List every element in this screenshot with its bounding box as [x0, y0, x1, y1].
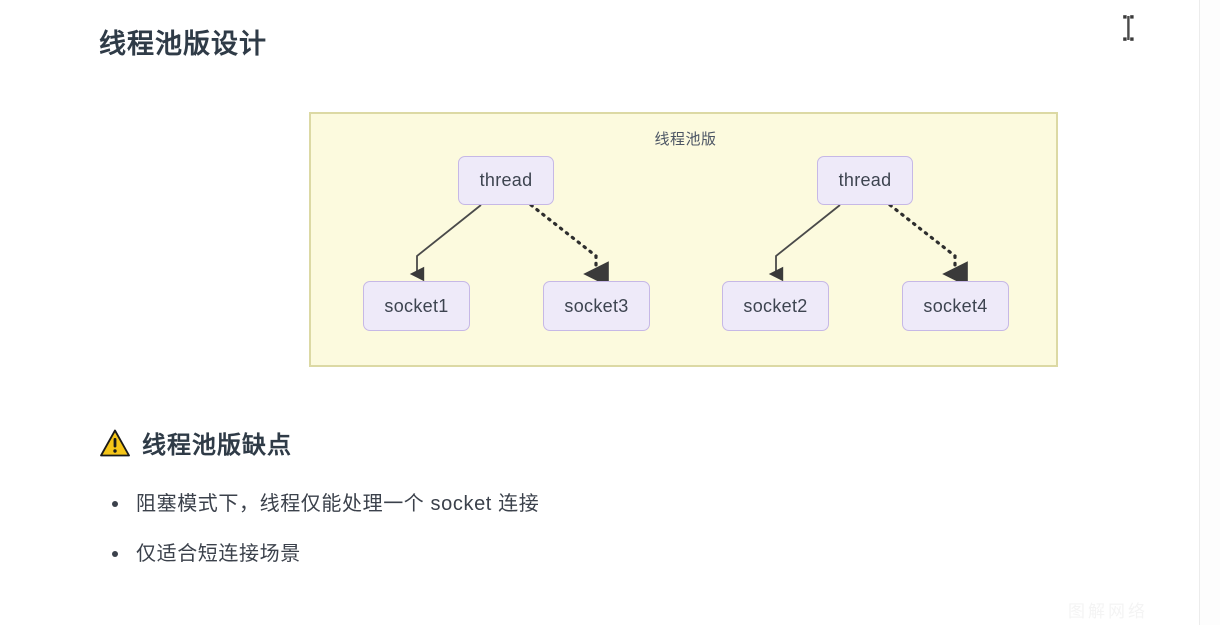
node-socket1: socket1 [363, 281, 470, 331]
warning-triangle-icon [100, 429, 130, 456]
bullet-dot-icon [112, 551, 118, 557]
node-thread-right: thread [817, 156, 913, 205]
bullet-dot-icon [112, 501, 118, 507]
list-item-text: 阻塞模式下，线程仅能处理一个 socket 连接 [136, 493, 540, 515]
watermark: 图解网络 [1068, 602, 1148, 621]
edge-threadleft-socket3 [529, 203, 609, 287]
edge-threadleft-socket1 [409, 204, 482, 282]
right-gutter [1200, 0, 1220, 625]
warning-title: 线程池版缺点 [142, 432, 292, 459]
edge-threadright-socket2 [768, 204, 841, 282]
node-socket3: socket3 [543, 281, 650, 331]
text-cursor-ibeam [1123, 15, 1134, 41]
page-title: 线程池版设计 [99, 29, 267, 59]
diagram-caption: 线程池版 [654, 131, 717, 148]
thread-pool-diagram: 线程池版 thread thread socket1 socket3 socke… [309, 112, 1058, 367]
edge-threadright-socket4 [888, 203, 968, 287]
panel-divider [1199, 0, 1200, 625]
warning-heading: 线程池版缺点 [100, 425, 292, 460]
list-item: 阻塞模式下，线程仅能处理一个 socket 连接 [112, 489, 539, 519]
node-thread-left: thread [458, 156, 554, 205]
node-socket4: socket4 [902, 281, 1009, 331]
list-item-text: 仅适合短连接场景 [136, 543, 301, 565]
drawback-list: 阻塞模式下，线程仅能处理一个 socket 连接 仅适合短连接场景 [112, 489, 539, 589]
node-socket2: socket2 [722, 281, 829, 331]
list-item: 仅适合短连接场景 [112, 539, 539, 569]
